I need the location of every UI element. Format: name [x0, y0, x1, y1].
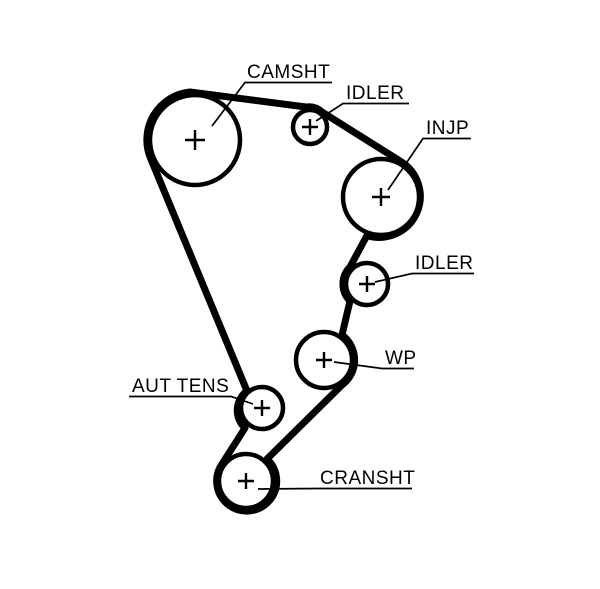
crankshaft-label-group: CRANSHT	[257, 468, 415, 490]
water-pump-leader-line	[333, 361, 414, 370]
injection-pump-label-group: INJP	[387, 118, 471, 191]
automatic-tensioner-label: AUT TENS	[132, 376, 229, 397]
idler-mid-pulley	[343, 260, 391, 308]
automatic-tensioner-center-cross-icon	[254, 400, 270, 416]
camshaft-label: CAMSHT	[247, 62, 330, 83]
crankshaft-leader-line	[257, 487, 412, 490]
automatic-tensioner-label-group: AUT TENS	[129, 376, 254, 405]
idler-top-pulley	[290, 107, 330, 147]
crankshaft-center-cross-icon	[238, 473, 254, 489]
camshaft-label-group: CAMSHT	[211, 62, 332, 127]
crankshaft-label: CRANSHT	[320, 468, 415, 489]
injection-pump-label: INJP	[426, 118, 469, 139]
idler-mid-label: IDLER	[415, 253, 473, 274]
idler-top-leader-line	[315, 102, 409, 122]
idler-top-center-cross-icon	[302, 119, 318, 135]
crankshaft-pulley	[216, 451, 276, 511]
water-pump-pulley	[293, 329, 355, 391]
idler-mid-leader-line	[374, 272, 474, 283]
injection-pump-center-cross-icon	[372, 188, 390, 206]
automatic-tensioner-leader-line	[129, 395, 254, 405]
automatic-tensioner-pulley	[238, 384, 286, 432]
water-pump-label: WP	[385, 348, 417, 369]
idler-top-label: IDLER	[346, 83, 404, 104]
idler-mid-center-cross-icon	[359, 276, 375, 292]
camshaft-leader-line	[211, 81, 332, 127]
water-pump-label-group: WP	[333, 348, 417, 370]
injection-pump-leader-line	[387, 137, 471, 191]
injection-pump-pulley	[340, 156, 422, 238]
camshaft-center-cross-icon	[185, 130, 205, 150]
water-pump-center-cross-icon	[316, 352, 332, 368]
camshaft-pulley	[147, 92, 243, 188]
idler-mid-label-group: IDLER	[374, 253, 474, 283]
idler-top-label-group: IDLER	[315, 83, 409, 122]
